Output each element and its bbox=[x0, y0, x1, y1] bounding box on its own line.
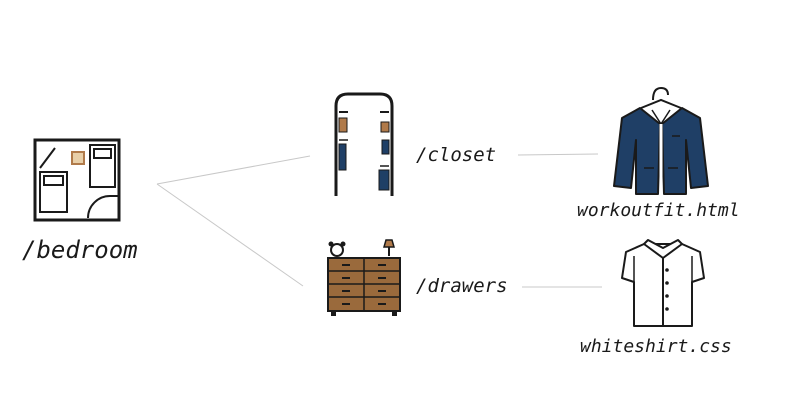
edge-closet-workoutfit bbox=[517, 153, 599, 156]
closet-icon bbox=[334, 92, 394, 196]
closet-label: /closet bbox=[416, 144, 497, 166]
jacket-icon bbox=[613, 86, 709, 195]
workoutfit-label: workoutfit.html bbox=[577, 200, 740, 221]
white-shirt-icon bbox=[621, 239, 705, 327]
dresser-icon bbox=[327, 239, 401, 316]
whiteshirt-label: whiteshirt.css bbox=[580, 336, 732, 357]
bedroom-label: /bedroom bbox=[22, 236, 138, 264]
edge-bedroom-closet bbox=[156, 155, 311, 185]
bedroom-floorplan-icon bbox=[33, 138, 121, 222]
drawers-label: /drawers bbox=[416, 275, 508, 297]
edge-bedroom-drawers bbox=[156, 183, 304, 287]
